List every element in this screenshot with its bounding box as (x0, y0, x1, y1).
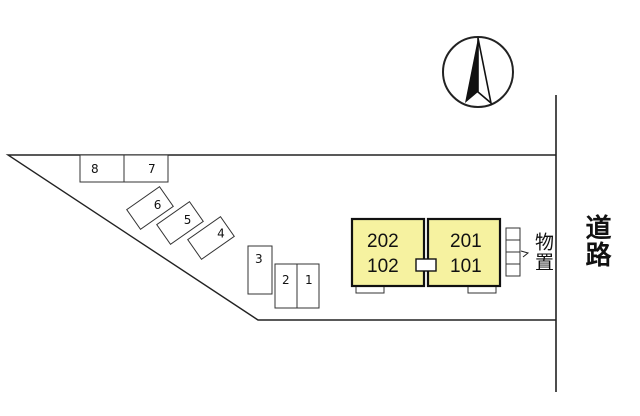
parking-space-4: 4 (187, 216, 235, 260)
unit-101-label: 101 (450, 256, 482, 277)
unit-201-label: 201 (450, 231, 482, 252)
parking-space-3: 3 (247, 245, 273, 295)
road-label: 道路 (581, 214, 611, 268)
svg-text:3: 3 (255, 252, 263, 266)
parking-space-5: 5 (156, 201, 204, 245)
unit-102-label: 102 (367, 256, 399, 277)
unit-right (426, 217, 502, 288)
unit-202-label: 202 (367, 231, 399, 252)
svg-text:4: 4 (217, 226, 225, 240)
parking-space-7: 7 (123, 154, 169, 183)
svg-text:2: 2 (282, 273, 290, 287)
svg-text:5: 5 (184, 213, 192, 227)
svg-text:1: 1 (305, 273, 313, 287)
parking-space-2: 2 (274, 263, 298, 309)
svg-text:8: 8 (91, 162, 99, 176)
apartment-building: 202 102 201 101 (350, 217, 502, 294)
entrance-notch (415, 258, 437, 272)
lot-boundary (5, 154, 556, 321)
storage-sheds (505, 227, 530, 277)
svg-text:6: 6 (154, 198, 162, 212)
north-arrow-icon (442, 36, 514, 108)
parking-space-1: 1 (296, 263, 320, 309)
parking-space-6: 6 (126, 186, 174, 230)
storage-label: 物置 (532, 232, 554, 272)
unit-left (350, 217, 426, 288)
svg-text:7: 7 (148, 162, 156, 176)
parking-space-8: 8 (79, 154, 125, 183)
